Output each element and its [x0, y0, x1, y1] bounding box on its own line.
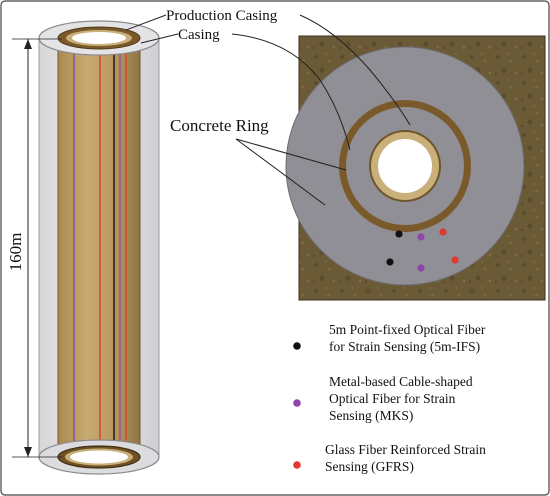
- bottom-bore-ellipse: [70, 450, 128, 464]
- legend-mks-line1: Metal-based Cable-shaped: [329, 374, 473, 389]
- legend-markers: [293, 342, 301, 469]
- cross-section: [285, 35, 546, 301]
- well-cylinder: 160m: [6, 20, 160, 475]
- casing-leader-left: [140, 33, 179, 44]
- legend-mks-line3: Sensing (MKS): [329, 408, 414, 423]
- sensor-gfrs-dot-2: [451, 256, 459, 264]
- legend-item-gfrs: Glass Fiber Reinforced Strain Sensing (G…: [325, 441, 486, 475]
- legend-gfrs-line2: Sensing (GFRS): [325, 459, 414, 474]
- concrete-ring-leader-inner: [235, 138, 347, 171]
- legend-marker-ifs: [293, 342, 301, 350]
- legend-ifs-line1: 5m Point-fixed Optical Fiber: [329, 322, 486, 337]
- sensor-ifs-dot-2: [386, 258, 394, 266]
- sensor-gfrs-dot-1: [439, 228, 447, 236]
- casing-leader-right: [231, 33, 351, 151]
- top-bore-ellipse: [72, 32, 126, 44]
- depth-arrow-up: [24, 39, 32, 49]
- sensor-ifs-dot-1: [395, 230, 403, 238]
- annotations: Production Casing Casing Concrete Ring: [125, 8, 411, 206]
- legend-item-mks: Metal-based Cable-shaped Optical Fiber f…: [329, 373, 473, 424]
- legend-gfrs-line1: Glass Fiber Reinforced Strain: [325, 442, 486, 457]
- concrete-ring-label: Concrete Ring: [170, 116, 269, 135]
- legend-item-ifs: 5m Point-fixed Optical Fiber for Strain …: [329, 321, 485, 355]
- sensor-mks-dot-1: [417, 233, 425, 241]
- production-casing-label: Production Casing: [166, 8, 278, 24]
- casing-body: [58, 37, 140, 457]
- depth-arrow-down: [24, 447, 32, 457]
- legend-marker-mks: [293, 399, 301, 407]
- sensor-mks-dot-2: [417, 264, 425, 272]
- legend-marker-gfrs: [293, 461, 301, 469]
- production-casing-leader-left: [125, 14, 167, 31]
- production-casing-leader-right: [299, 14, 411, 126]
- legend-ifs-line2: for Strain Sensing (5m-IFS): [329, 339, 481, 354]
- legend-mks-line2: Optical Fiber for Strain: [329, 391, 456, 406]
- depth-label: 160m: [6, 233, 25, 272]
- bore-hole: [378, 139, 432, 193]
- concrete-ring-leader-outer: [235, 138, 326, 206]
- casing-label: Casing: [178, 27, 220, 43]
